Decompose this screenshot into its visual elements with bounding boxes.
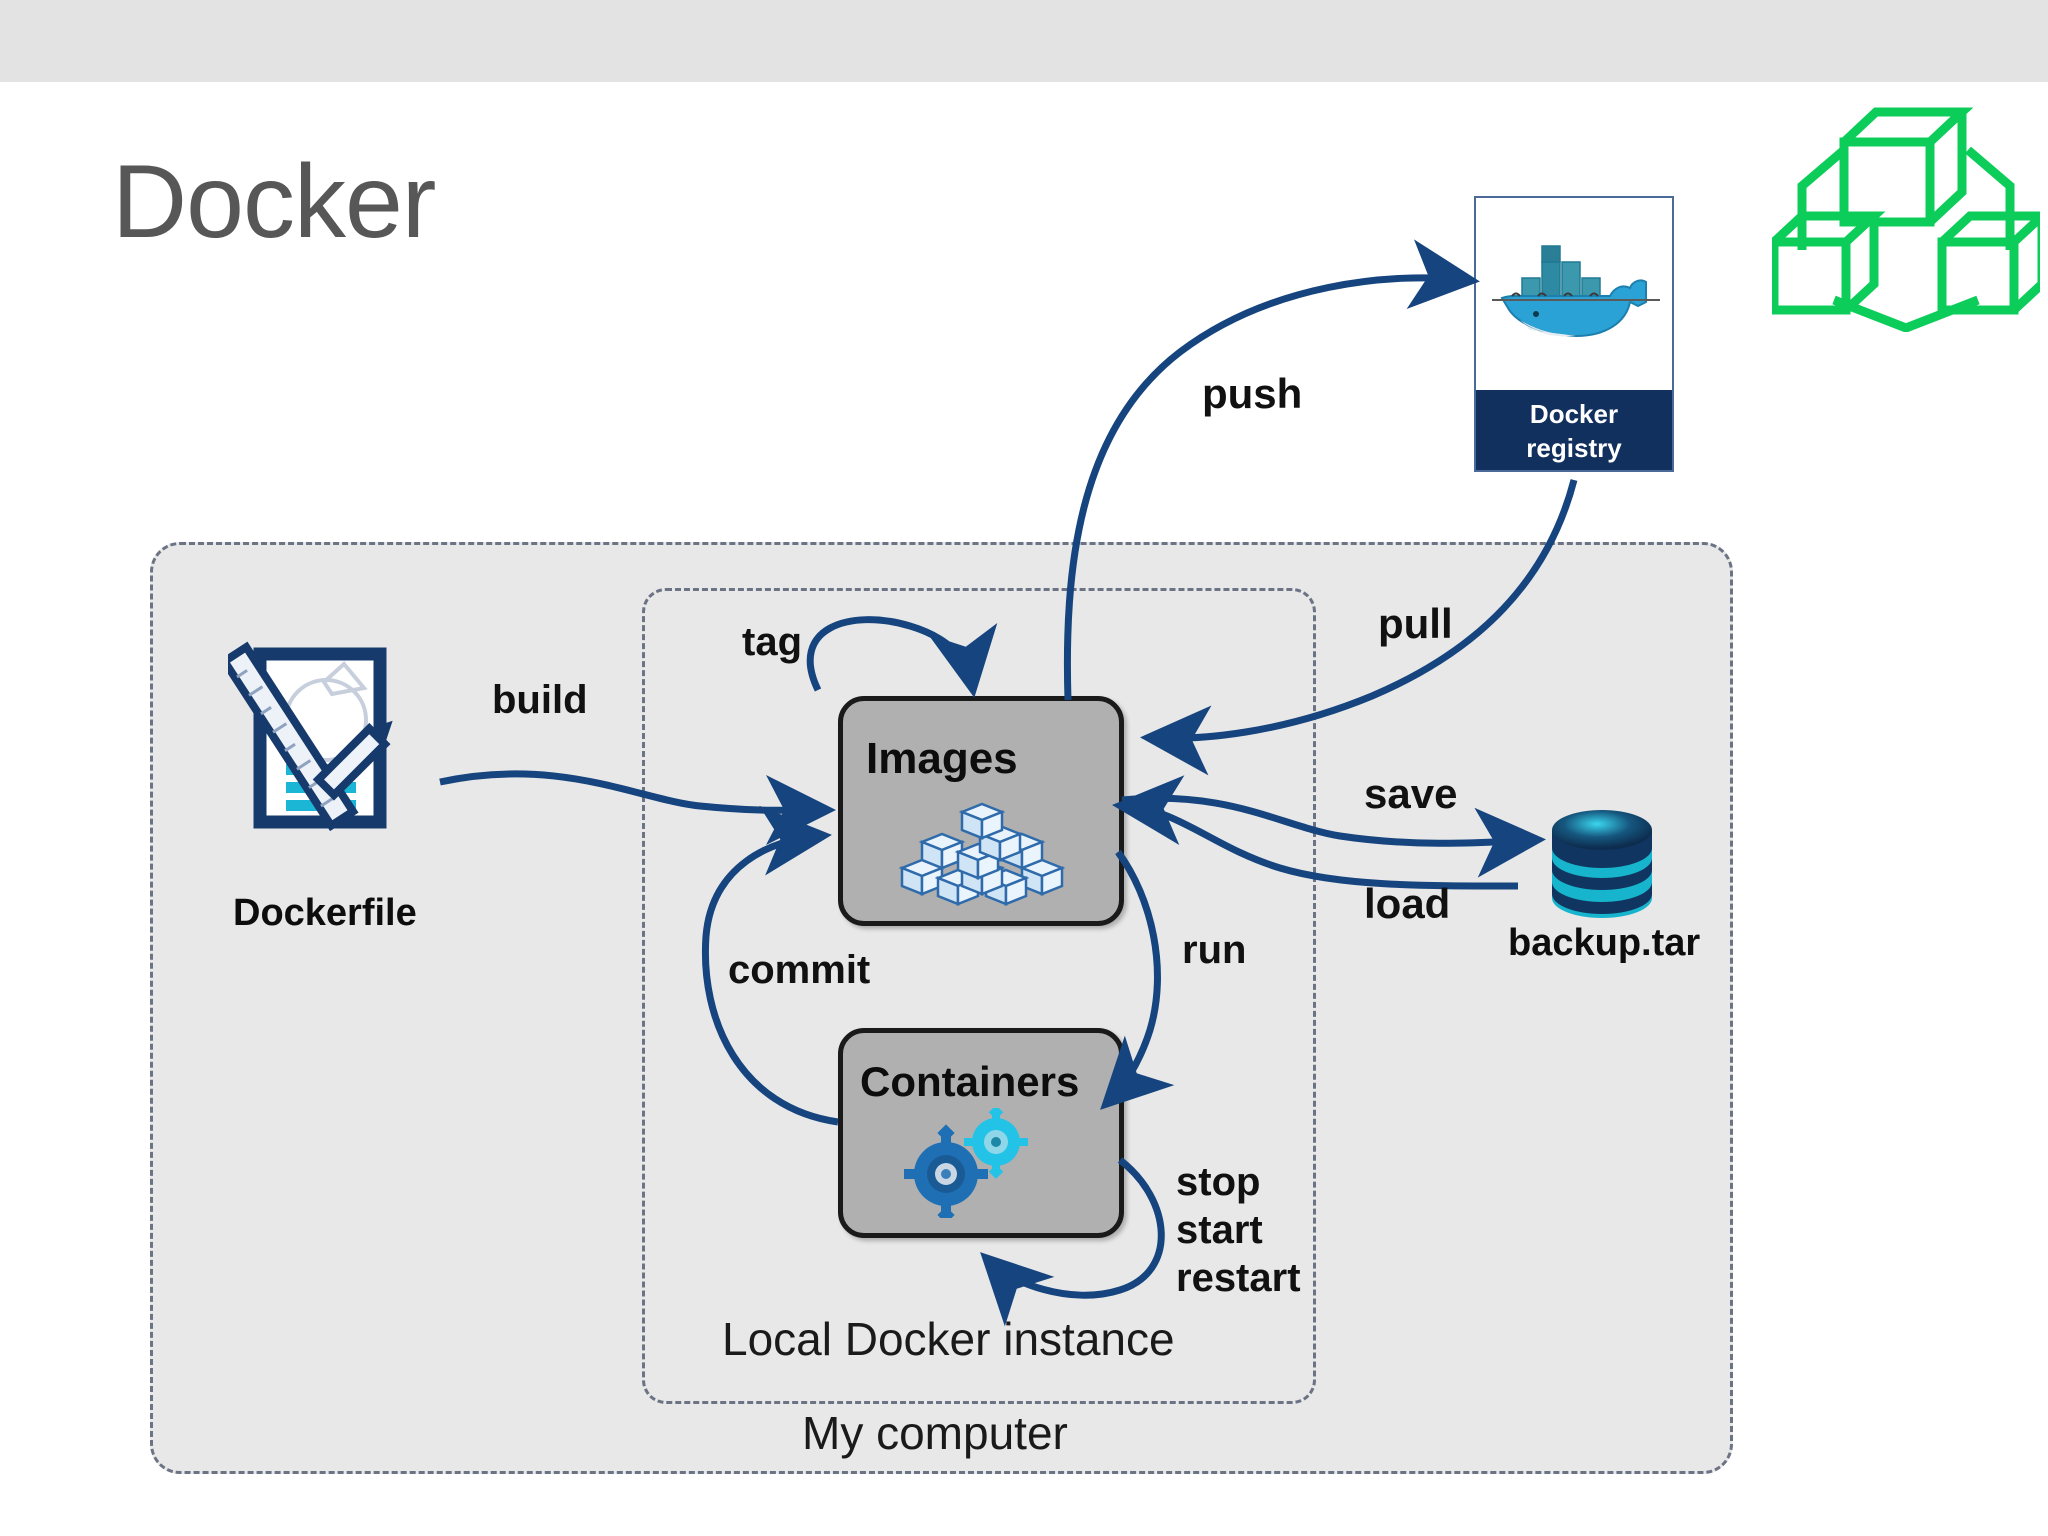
edge-label-run: run: [1182, 928, 1247, 972]
docker-registry-label-line1: Docker: [1529, 399, 1619, 429]
page-title: Docker: [112, 144, 436, 260]
edge-label-stop: stop: [1176, 1160, 1261, 1204]
edge-label-commit: commit: [728, 948, 871, 992]
edge-label-start: start: [1176, 1208, 1263, 1252]
edge-label-tag: tag: [742, 620, 802, 664]
my-computer-label: My computer: [802, 1407, 1068, 1459]
dockerfile-label: Dockerfile: [233, 892, 417, 934]
stacked-cubes-icon: [898, 792, 1066, 912]
images-label: Images: [866, 734, 1018, 783]
docker-registry-label-line2: registry: [1526, 433, 1622, 463]
edge-label-save: save: [1364, 770, 1458, 817]
edge-label-pull: pull: [1378, 600, 1453, 647]
slide-top-bar: [0, 0, 2048, 82]
database-cylinder-icon: [1544, 806, 1660, 922]
backup-tar-label: backup.tar: [1508, 922, 1701, 964]
edge-label-restart: restart: [1176, 1256, 1301, 1300]
dockerfile-icon: [218, 636, 420, 856]
edge-label-load: load: [1364, 880, 1451, 927]
local-docker-instance-label: Local Docker instance: [722, 1313, 1175, 1365]
edge-label-push: push: [1202, 370, 1303, 417]
containers-label: Containers: [860, 1058, 1080, 1105]
gears-icon: [898, 1105, 1058, 1224]
docker-whale-icon: [1490, 226, 1662, 356]
docker-registry-node: Docker registry: [1474, 196, 1674, 472]
edge-label-build: build: [492, 678, 588, 722]
docker-registry-caption: Docker registry: [1476, 390, 1672, 470]
